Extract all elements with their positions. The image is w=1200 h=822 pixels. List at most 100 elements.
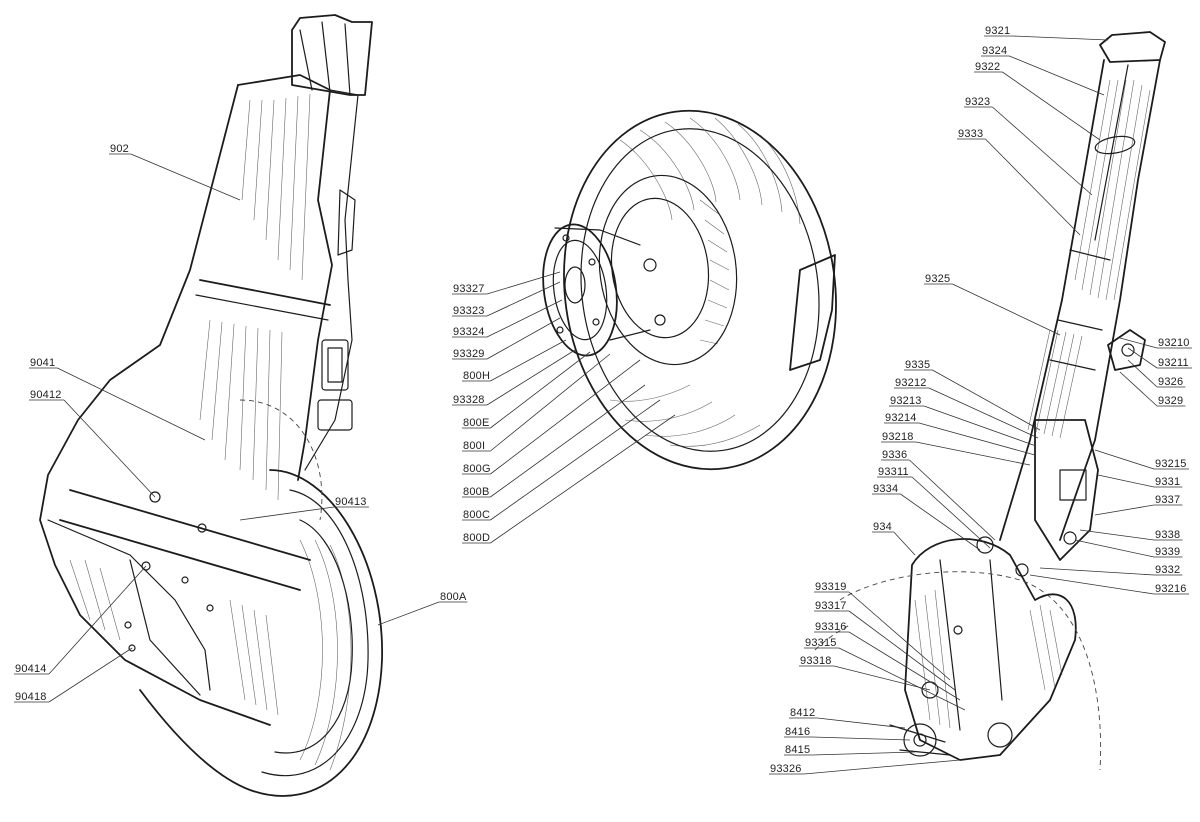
leader-line [377, 601, 440, 626]
part-label-9338: 9338 [1079, 529, 1183, 541]
part-number: 93212 [895, 377, 927, 389]
part-label-9326: 9326 [1127, 359, 1186, 388]
part-label-90412: 90412 [29, 389, 156, 498]
part-label-93324: 93324 [452, 299, 563, 338]
part-number: 90414 [15, 663, 47, 675]
leader-line [490, 414, 676, 544]
part-number: 93218 [882, 431, 914, 443]
part-label-93215: 93215 [1094, 449, 1189, 470]
part-label-9337: 9337 [1094, 494, 1183, 516]
part-label-90414: 90414 [14, 565, 147, 675]
leader-line [130, 153, 241, 201]
leader-line [900, 493, 981, 551]
leader-line [1094, 449, 1155, 470]
part-label-9041: 9041 [29, 357, 206, 441]
part-number: 93319 [815, 581, 847, 593]
part-number: 9322 [975, 61, 1000, 73]
leader-line [1039, 567, 1155, 576]
part-label-93213: 93213 [889, 395, 1037, 447]
part-label-90413: 90413 [239, 496, 369, 521]
part-number: 93316 [815, 621, 847, 633]
part-number: 800I [463, 440, 485, 452]
part-label-9323: 9323 [964, 96, 1093, 196]
wheel-assembly-drawing [542, 109, 837, 471]
leader-line [486, 299, 563, 338]
leader-line [63, 399, 156, 498]
part-label-9331: 9331 [1097, 474, 1183, 488]
part-label-800I: 800I [462, 353, 611, 452]
leader-line [1097, 474, 1155, 488]
part-label-800G: 800G [462, 359, 641, 475]
leader-line [932, 369, 1041, 431]
part-label-9336: 9336 [881, 449, 996, 541]
leader-line [833, 665, 931, 691]
leader-line [893, 531, 916, 556]
part-number: 9335 [905, 359, 930, 371]
part-number: 90418 [15, 691, 47, 703]
leader-line [490, 359, 641, 475]
part-label-93218: 93218 [881, 431, 1031, 466]
part-label-93315: 93315 [804, 637, 966, 711]
part-number: 9325 [925, 273, 950, 285]
leader-line [490, 339, 567, 382]
part-label-93316: 93316 [814, 621, 961, 701]
part-number: 93315 [805, 637, 837, 649]
part-number: 93329 [453, 348, 485, 360]
leader-line [1127, 359, 1158, 388]
part-label-93328: 93328 [452, 349, 576, 406]
part-number: 93216 [1155, 583, 1187, 595]
part-label-93214: 93214 [884, 412, 1036, 456]
part-label-800E: 800E [462, 351, 591, 429]
part-number: 8415 [785, 744, 810, 756]
part-number: 9336 [882, 449, 907, 461]
part-number: 9337 [1155, 494, 1180, 506]
leader-line [838, 647, 966, 711]
part-number: 800D [463, 532, 490, 544]
part-number: 93215 [1155, 458, 1187, 470]
leader-line [1012, 35, 1109, 41]
leader-line [1119, 371, 1158, 407]
part-label-800B: 800B [462, 384, 646, 498]
part-number: 9338 [1155, 529, 1180, 541]
part-label-9339: 9339 [1074, 539, 1183, 558]
leader-line [909, 459, 996, 541]
leader-line [486, 317, 561, 360]
part-number: 902 [110, 143, 129, 155]
part-number: 800G [463, 463, 491, 475]
leader-line [848, 631, 961, 701]
part-label-90418: 90418 [14, 647, 133, 703]
part-number: 9333 [958, 128, 983, 140]
part-number: 800C [463, 509, 490, 521]
part-label-9334: 9334 [872, 483, 981, 551]
right-assembly-drawing [814, 31, 1166, 771]
leader-line [490, 353, 611, 452]
part-label-93212: 93212 [894, 377, 1039, 439]
part-number: 934 [873, 521, 892, 533]
leader-line [486, 281, 561, 317]
part-label-8412: 8412 [789, 707, 906, 729]
leader-line [239, 506, 335, 521]
part-label-93323: 93323 [452, 281, 561, 317]
part-label-93319: 93319 [814, 581, 951, 681]
leader-line [812, 736, 911, 741]
part-label-9324: 9324 [981, 45, 1105, 96]
part-number: 93324 [453, 326, 485, 338]
part-label-93211: 93211 [1127, 347, 1192, 369]
part-labels: 90290419041290413800A9041490418933279332… [14, 25, 1192, 775]
part-label-8415: 8415 [784, 744, 916, 756]
leader-line [918, 422, 1036, 456]
leader-line [490, 399, 661, 521]
leader-line [490, 351, 591, 429]
left-assembly-drawing [39, 14, 383, 797]
leader-line [928, 387, 1039, 439]
part-number: 9041 [30, 357, 55, 369]
leader-line [1119, 337, 1158, 349]
part-number: 93311 [878, 466, 909, 478]
part-number: 800A [440, 591, 467, 603]
part-label-9333: 9333 [957, 128, 1081, 236]
leader-line [812, 751, 916, 756]
part-label-800D: 800D [462, 414, 676, 544]
part-number: 90413 [335, 496, 367, 508]
